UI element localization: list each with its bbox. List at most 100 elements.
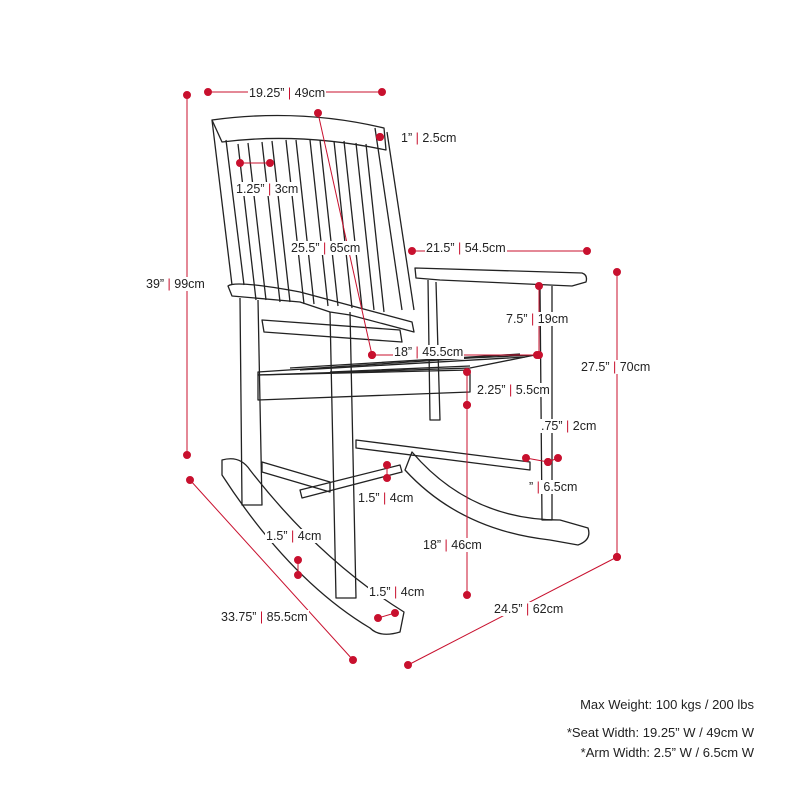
separator: | bbox=[164, 277, 175, 291]
dimension-endpoint-dot bbox=[544, 458, 552, 466]
metric-value: 45.5cm bbox=[422, 345, 464, 359]
metric-value: 4cm bbox=[400, 585, 425, 599]
dimension-label-arm-height: 7.5” | 19cm bbox=[505, 312, 570, 326]
separator: | bbox=[412, 131, 423, 145]
imperial-value: 7.5” bbox=[506, 312, 528, 326]
specification-notes: Max Weight: 100 kgs / 200 lbs *Seat Widt… bbox=[567, 695, 754, 763]
imperial-value: ” bbox=[529, 480, 534, 494]
imperial-value: .75” bbox=[541, 419, 563, 433]
dimension-endpoint-dot bbox=[378, 88, 386, 96]
dimension-label-rocker-height: 1.5” | 4cm bbox=[265, 529, 323, 543]
dimension-lines bbox=[183, 88, 621, 669]
dimension-endpoint-dot bbox=[368, 351, 376, 359]
rocking-chair-drawing bbox=[211, 114, 590, 635]
dimension-label-arm-width: ” | 6.5cm bbox=[528, 480, 579, 494]
dimension-endpoint-dot bbox=[408, 247, 416, 255]
imperial-value: 18” bbox=[423, 538, 442, 552]
dimension-endpoint-dot bbox=[383, 461, 391, 469]
separator: | bbox=[441, 538, 452, 552]
dimension-endpoint-dot bbox=[522, 454, 530, 462]
separator: | bbox=[527, 312, 538, 326]
dimension-endpoint-dot bbox=[204, 88, 212, 96]
dimension-endpoint-dot bbox=[376, 133, 384, 141]
dimension-label-arm-to-floor: 27.5” | 70cm bbox=[580, 360, 652, 374]
dimension-label-top-rail-thickness: 1” | 2.5cm bbox=[400, 131, 458, 145]
seat-width-note: *Seat Width: 19.25” W / 49cm W bbox=[566, 725, 754, 740]
dimension-endpoint-dot bbox=[183, 451, 191, 459]
dimension-endpoint-dot bbox=[294, 556, 302, 564]
dimension-label-seat-depth: 18” | 45.5cm bbox=[393, 345, 465, 359]
dimension-endpoint-dot bbox=[374, 614, 382, 622]
dimension-endpoint-dot bbox=[294, 571, 302, 579]
separator: | bbox=[319, 241, 330, 255]
metric-value: 6.5cm bbox=[543, 480, 578, 494]
dimension-endpoint-dot bbox=[383, 474, 391, 482]
separator: | bbox=[454, 241, 465, 255]
dimension-endpoint-dot bbox=[314, 109, 322, 117]
imperial-value: 33.75” bbox=[221, 610, 257, 624]
dimension-endpoint-dot bbox=[463, 368, 471, 376]
imperial-value: 19.25” bbox=[249, 86, 285, 100]
metric-value: 65cm bbox=[329, 241, 361, 255]
dimension-label-rocker-length: 33.75” | 85.5cm bbox=[220, 610, 309, 624]
dimension-label-seat-height: 18” | 46cm bbox=[422, 538, 483, 552]
separator: | bbox=[533, 480, 544, 494]
separator: | bbox=[562, 419, 573, 433]
dimension-line-rocker-length bbox=[189, 479, 354, 661]
metric-value: 4cm bbox=[297, 529, 322, 543]
separator: | bbox=[264, 182, 275, 196]
imperial-value: 1.5” bbox=[358, 491, 380, 505]
dimension-label-top-width: 19.25” | 49cm bbox=[248, 86, 327, 100]
dimension-endpoint-dot bbox=[463, 591, 471, 599]
arm-width-note: *Arm Width: 2.5” W / 6.5cm W bbox=[580, 745, 754, 760]
dimension-endpoint-dot bbox=[583, 247, 591, 255]
metric-value: 62cm bbox=[532, 602, 564, 616]
dimension-label-arm-thickness: .75” | 2cm bbox=[540, 419, 598, 433]
imperial-value: 18” bbox=[394, 345, 413, 359]
dimension-endpoint-dot bbox=[535, 282, 543, 290]
imperial-value: 1.25” bbox=[236, 182, 265, 196]
separator: | bbox=[609, 360, 620, 374]
dimension-label-stretcher-height: 1.5” | 4cm bbox=[357, 491, 415, 505]
dimension-label-slat-width: 1.25” | 3cm bbox=[235, 182, 300, 196]
separator: | bbox=[379, 491, 390, 505]
dimension-endpoint-dot bbox=[533, 351, 541, 359]
separator: | bbox=[505, 383, 516, 397]
metric-value: 2cm bbox=[572, 419, 597, 433]
dimension-endpoint-dot bbox=[404, 661, 412, 669]
metric-value: 5.5cm bbox=[515, 383, 550, 397]
separator: | bbox=[287, 529, 298, 543]
metric-value: 3cm bbox=[274, 182, 299, 196]
metric-value: 49cm bbox=[294, 86, 326, 100]
separator: | bbox=[284, 86, 295, 100]
imperial-value: 24.5” bbox=[494, 602, 523, 616]
dimension-line-back-height bbox=[317, 112, 373, 356]
imperial-value: 1.5” bbox=[266, 529, 288, 543]
metric-value: 19cm bbox=[537, 312, 569, 326]
dimension-endpoint-dot bbox=[349, 656, 357, 664]
dimension-label-leg-width: 1.5” | 4cm bbox=[368, 585, 426, 599]
imperial-value: 2.25” bbox=[477, 383, 506, 397]
metric-value: 54.5cm bbox=[464, 241, 506, 255]
metric-value: 2.5cm bbox=[422, 131, 457, 145]
dimension-label-arm-length: 21.5” | 54.5cm bbox=[425, 241, 507, 255]
dimension-endpoint-dot bbox=[613, 268, 621, 276]
metric-value: 46cm bbox=[451, 538, 482, 552]
separator: | bbox=[256, 610, 267, 624]
imperial-value: 27.5” bbox=[581, 360, 610, 374]
max-weight-note: Max Weight: 100 kgs / 200 lbs bbox=[580, 697, 754, 712]
dimension-endpoint-dot bbox=[391, 609, 399, 617]
dimension-endpoint-dot bbox=[186, 476, 194, 484]
dimension-label-back-height: 25.5” | 65cm bbox=[290, 241, 362, 255]
dimension-label-seat-thickness: 2.25” | 5.5cm bbox=[476, 383, 551, 397]
separator: | bbox=[390, 585, 401, 599]
metric-value: 99cm bbox=[174, 277, 205, 291]
dimension-endpoint-dot bbox=[554, 454, 562, 462]
dimension-endpoint-dot bbox=[266, 159, 274, 167]
dimension-endpoint-dot bbox=[463, 401, 471, 409]
imperial-value: 1.5” bbox=[369, 585, 391, 599]
metric-value: 70cm bbox=[619, 360, 651, 374]
imperial-value: 39” bbox=[146, 277, 165, 291]
imperial-value: 25.5” bbox=[291, 241, 320, 255]
